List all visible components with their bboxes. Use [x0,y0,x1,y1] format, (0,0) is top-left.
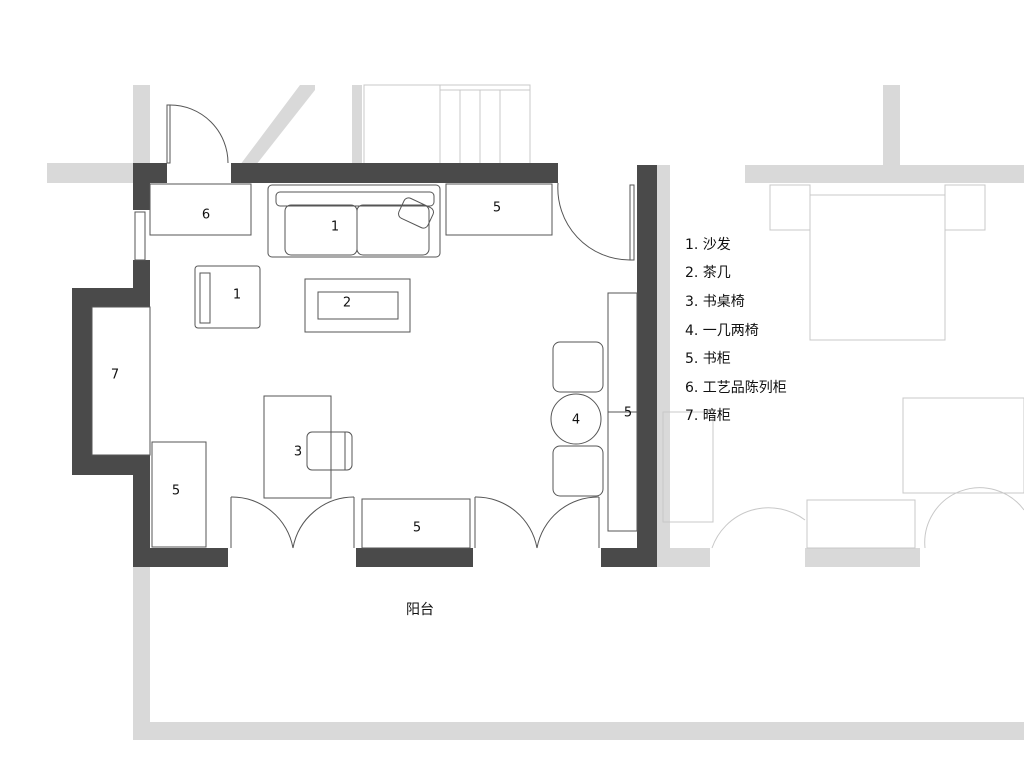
legend-item: 1. 沙发 [685,237,731,253]
tea-table: 2 [304,278,411,333]
neighbor-room-furniture [662,184,1024,549]
room-walls [72,163,657,567]
svg-text:5: 5 [493,201,501,216]
legend-item: 3. 书桌椅 [685,294,745,310]
balcony-label: 阳台 [406,602,434,618]
exterior-walls [47,85,1024,740]
bookcase-bottom: 5 [361,498,471,549]
svg-text:5: 5 [172,484,180,499]
tea-table-with-chairs: 4 [550,341,604,497]
svg-text:2: 2 [343,296,351,311]
cabinet-6: 6 [149,183,252,236]
legend-item: 7. 暗柜 [685,408,731,424]
svg-text:1: 1 [233,288,241,303]
sofa: 1 [267,184,441,258]
legend-item: 4. 一几两椅 [685,323,759,339]
armchair: 1 [194,265,261,329]
legend: 1. 沙发 2. 茶几 3. 书桌椅 4. 一几两椅 5. 书柜 6. 工艺品陈… [685,237,787,424]
desk-and-chair: 3 [263,395,353,499]
svg-text:3: 3 [294,445,302,460]
window [134,211,146,261]
svg-text:1: 1 [331,220,339,235]
legend-item: 6. 工艺品陈列柜 [685,379,787,396]
svg-text:5: 5 [624,406,632,421]
svg-text:5: 5 [413,521,421,536]
doors[interactable] [166,104,635,549]
bookcase-right: 5 [607,292,638,532]
svg-text:6: 6 [202,208,210,223]
staircase [363,84,531,166]
svg-text:4: 4 [572,413,580,428]
bookcase-left: 5 [151,441,207,548]
hidden-cabinet: 7 [91,306,151,456]
legend-item: 5. 书柜 [685,351,731,367]
legend-item: 2. 茶几 [685,265,731,281]
bookcase-top: 5 [445,183,553,236]
svg-text:7: 7 [111,368,119,383]
